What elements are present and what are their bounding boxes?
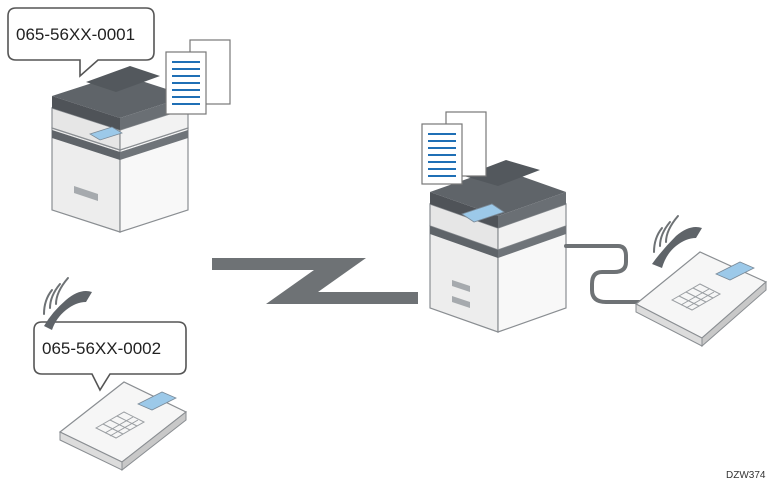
receiver-fax-machine bbox=[421, 111, 567, 333]
sender-fax-machine bbox=[51, 39, 231, 233]
speech-bubble-icon bbox=[33, 321, 187, 392]
receiver-telephone bbox=[634, 215, 768, 348]
handset-icon bbox=[44, 291, 92, 330]
fax-machine-icon bbox=[429, 160, 567, 333]
document-icon bbox=[421, 111, 487, 185]
fax-machine-icon bbox=[51, 66, 189, 233]
caller-telephone bbox=[58, 381, 188, 472]
sender-fax-number: 065-56XX-0001 bbox=[16, 25, 135, 44]
telephone-icon bbox=[58, 381, 188, 472]
receiver-phone-number: 065-56XX-0002 bbox=[42, 339, 161, 358]
figure-code: DZW374 bbox=[726, 470, 766, 481]
ringing-waves-icon bbox=[653, 215, 679, 253]
sender-number-bubble: 065-56XX-0001 bbox=[7, 7, 155, 78]
caller-handset bbox=[43, 277, 92, 330]
ringing-waves-icon bbox=[43, 277, 69, 315]
document-icon bbox=[165, 39, 231, 115]
handset-icon bbox=[652, 227, 702, 268]
speech-bubble-icon bbox=[7, 7, 155, 78]
receiver-number-bubble: 065-56XX-0002 bbox=[33, 321, 187, 392]
telephone-icon bbox=[634, 251, 768, 348]
phone-line-icon bbox=[212, 258, 418, 304]
phone-line-icon bbox=[564, 244, 642, 304]
